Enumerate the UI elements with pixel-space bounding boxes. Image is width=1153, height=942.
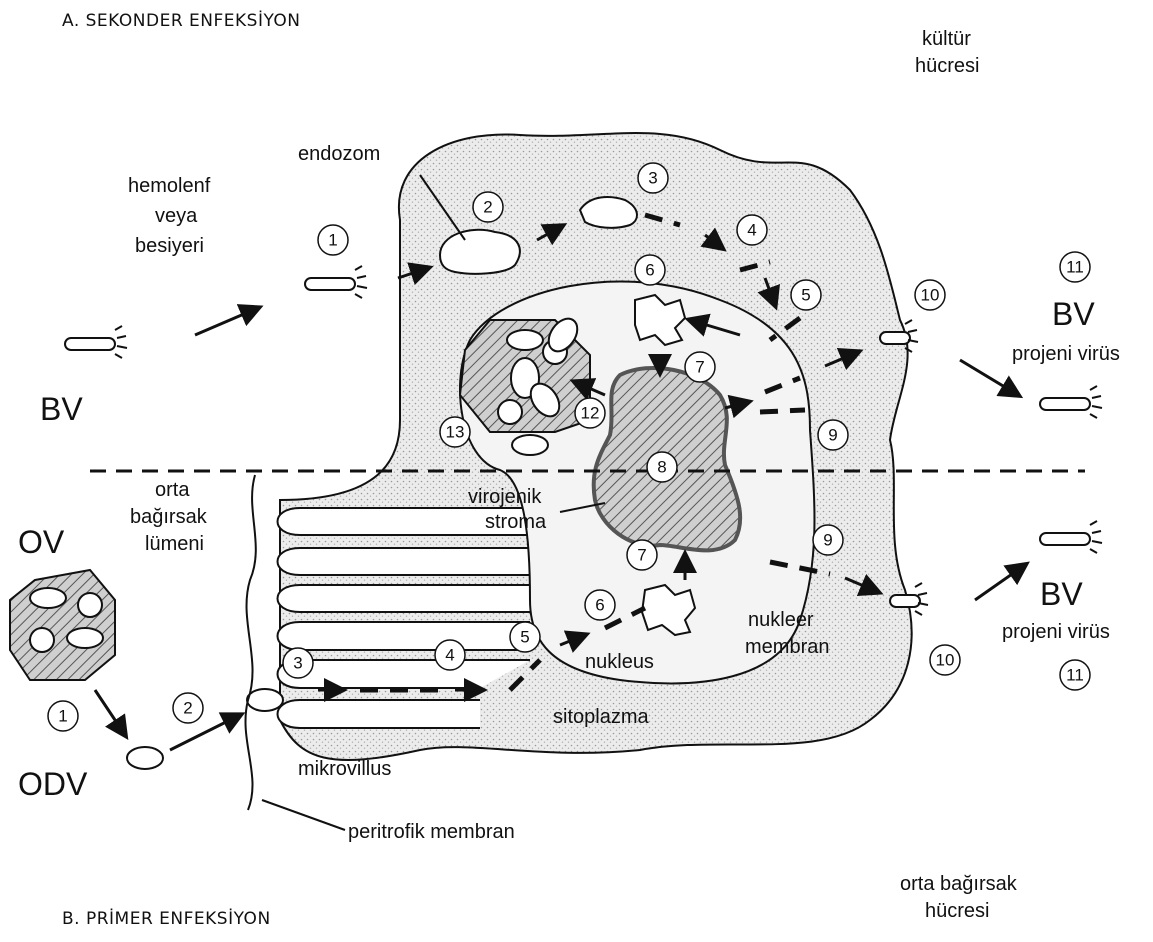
section-title-secondary: A. SEKONDER ENFEKSİYON [62,10,301,31]
step-10-top-label: 10 [921,286,940,305]
label-endozom: endozom [298,143,380,165]
label-bagirsak: bağırsak [130,506,208,528]
label-nukleus: nukleus [585,651,654,673]
step-3-top-label: 3 [648,169,657,188]
step-3-bot-label: 3 [293,654,302,673]
label-sitoplazma: sitoplazma [553,706,649,728]
label-odv: ODV [18,766,88,802]
step-5-top-label: 5 [801,286,810,305]
step-8-label: 8 [657,458,666,477]
uncoating-top [635,295,685,345]
label-veya: veya [155,205,198,227]
label-kultur: kültür [922,28,971,50]
step-6-top-label: 6 [645,261,654,280]
endosome-2 [580,197,637,228]
step-7-bot-label: 7 [637,546,646,565]
label-projeni-bottom: projeni virüs [1002,621,1110,643]
odv-particle-attached [247,689,283,711]
step-12-label: 12 [581,404,600,423]
step-4-top-label: 4 [747,221,756,240]
ov-polyhedron [10,570,115,680]
label-bv-top-right: BV [1052,296,1095,332]
step-11-bot-label: 11 [1066,666,1084,685]
bv-virion-entering [305,266,367,298]
label-ov: OV [18,524,65,560]
step-2-top-label: 2 [483,198,492,217]
endosome [440,230,520,274]
label-lumeni: lümeni [145,533,204,555]
label-besiyeri: besiyeri [135,235,204,257]
step-7-top-label: 7 [695,358,704,377]
label-bv-left: BV [40,391,83,427]
step-11-top-label: 11 [1066,258,1084,277]
label-hucresi: hücresi [915,55,979,77]
bv-virion-left [65,326,127,358]
uncoating-bottom [642,585,695,635]
label-projeni-top: projeni virüs [1012,343,1120,365]
step-2-bot-label: 2 [183,699,192,718]
odv-particle [127,747,163,769]
bv-virion-bottom-right [1040,521,1102,553]
step-10-bot-label: 10 [936,651,955,670]
label-hemolenf: hemolenf [128,175,211,197]
label-orta-hucresi: hücresi [925,900,989,922]
step-9-bot-label: 9 [823,531,832,550]
step-5-bot-label: 5 [520,628,529,647]
step-6-bot-label: 6 [595,596,604,615]
label-nukleer: nukleer [748,609,814,631]
label-stroma: stroma [485,511,547,533]
step-9-top-label: 9 [828,426,837,445]
label-peritrofik: peritrofik membran [348,821,515,843]
label-mikrovillus: mikrovillus [298,758,391,780]
step-13-label: 13 [446,423,465,442]
bv-virion-top-right [1040,386,1102,418]
step-4-bot-label: 4 [445,646,454,665]
leader-peritrofik [262,800,345,830]
label-orta: orta [155,479,190,501]
peritrophic-membrane [245,475,255,810]
step-1-bot-label: 1 [58,707,67,726]
label-orta-bagirsak: orta bağırsak [900,873,1018,895]
label-membran: membran [745,636,829,658]
section-title-primary: B. PRİMER ENFEKSİYON [62,908,271,929]
label-virojenik: virojenik [468,486,542,508]
label-bv-bottom-right: BV [1040,576,1083,612]
step-1-top-label: 1 [328,231,337,250]
